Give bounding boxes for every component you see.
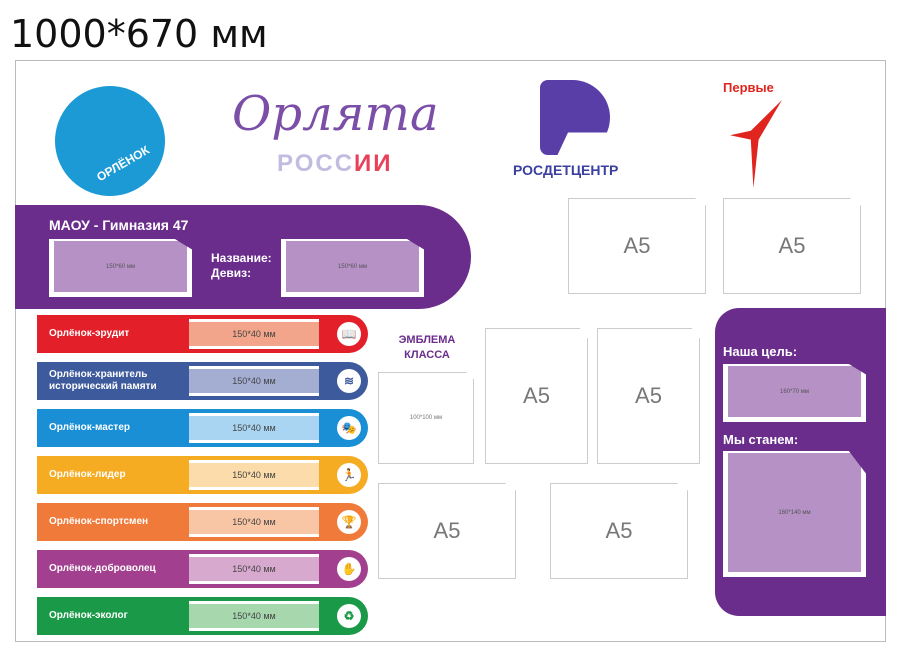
pocket-150x60: 150*60 мм: [49, 239, 192, 297]
a5-pocket: A5: [597, 328, 700, 464]
pervye-logo-text: Первые: [723, 80, 774, 95]
pocket-size: 150*40 мм: [189, 604, 319, 628]
emblem-pocket: 100*100 мм: [378, 372, 474, 464]
goal-pocket: 160*70 мм: [723, 364, 866, 422]
category-card: Орлёнок-мастер 150*40 мм 🎭: [37, 409, 368, 447]
category-pocket: 150*40 мм: [189, 601, 319, 631]
category-label: Орлёнок-доброволец: [49, 563, 156, 574]
category-label: Орлёнок-хранитель исторический памяти: [49, 369, 157, 392]
stand-size-title: 1000*670 мм: [10, 12, 268, 56]
emblem-label: ЭМБЛЕМА КЛАССА: [398, 334, 456, 361]
book-icon: 📖: [337, 322, 361, 346]
category-pocket: 150*40 мм: [189, 460, 319, 490]
category-pocket: 150*40 мм: [189, 554, 319, 584]
name-motto-labels: Название:Девиз:: [211, 251, 272, 281]
school-name: МАОУ - Гимназия 47: [49, 217, 189, 233]
pocket-size: 150*40 мм: [189, 369, 319, 393]
become-label: Мы станем:: [723, 432, 799, 447]
books-stack-icon: ≋: [337, 369, 361, 393]
pocket-size: 150*40 мм: [189, 463, 319, 487]
trophy-icon: 🏆: [337, 510, 361, 534]
climber-icon: 🏃: [337, 463, 361, 487]
a5-pocket: A5: [550, 483, 688, 579]
a5-pocket: A5: [378, 483, 516, 579]
orlyonok-logo-text: ОРЛЁНОК: [94, 142, 152, 185]
category-card: Орлёнок-спортсмен 150*40 мм 🏆: [37, 503, 368, 541]
category-label: Орлёнок-эколог: [49, 610, 128, 621]
become-pocket: 160*140 мм: [723, 451, 866, 577]
orlyata-logo-sub: РОССИИ: [277, 150, 393, 178]
category-card: Орлёнок-лидер 150*40 мм 🏃: [37, 456, 368, 494]
category-label: Орлёнок-мастер: [49, 422, 130, 433]
rosdetcenter-logo-text: РОСДЕТЦЕНТР: [513, 162, 619, 178]
pocket-size: 150*40 мм: [189, 416, 319, 440]
goal-panel: Наша цель: 160*70 мм Мы станем: 160*140 …: [715, 308, 886, 616]
category-label: Орлёнок-эрудит: [49, 328, 130, 339]
school-band: МАОУ - Гимназия 47 150*60 мм Название:Де…: [15, 205, 471, 309]
pocket-size: 150*40 мм: [189, 322, 319, 346]
theatre-masks-icon: 🎭: [337, 416, 361, 440]
pocket-150x60: 150*60 мм: [281, 239, 424, 297]
category-pocket: 150*40 мм: [189, 366, 319, 396]
a5-pocket: A5: [485, 328, 588, 464]
a5-pocket: A5: [723, 198, 861, 294]
orlyata-logo: Орлята: [232, 86, 439, 142]
category-pocket: 150*40 мм: [189, 507, 319, 537]
motto-label: Девиз:: [211, 266, 252, 280]
pocket-size: 150*40 мм: [189, 557, 319, 581]
a5-pocket: A5: [568, 198, 706, 294]
category-label: Орлёнок-спортсмен: [49, 516, 149, 527]
name-label: Название:: [211, 251, 272, 265]
category-card: Орлёнок-эрудит 150*40 мм 📖: [37, 315, 368, 353]
pocket-size: 150*40 мм: [189, 510, 319, 534]
category-card: Орлёнок-эколог 150*40 мм ♻: [37, 597, 368, 635]
category-pocket: 150*40 мм: [189, 413, 319, 443]
orlyata-sub-b: ИИ: [354, 150, 393, 177]
hand-heart-icon: ✋: [337, 557, 361, 581]
eco-globe-icon: ♻: [337, 604, 361, 628]
goal-label: Наша цель:: [723, 344, 798, 359]
category-label: Орлёнок-лидер: [49, 469, 126, 480]
category-pocket: 150*40 мм: [189, 319, 319, 349]
orlyata-sub-a: РОСС: [277, 150, 355, 177]
category-card: Орлёнок-хранитель исторический памяти 15…: [37, 362, 368, 400]
category-card: Орлёнок-доброволец 150*40 мм ✋: [37, 550, 368, 588]
